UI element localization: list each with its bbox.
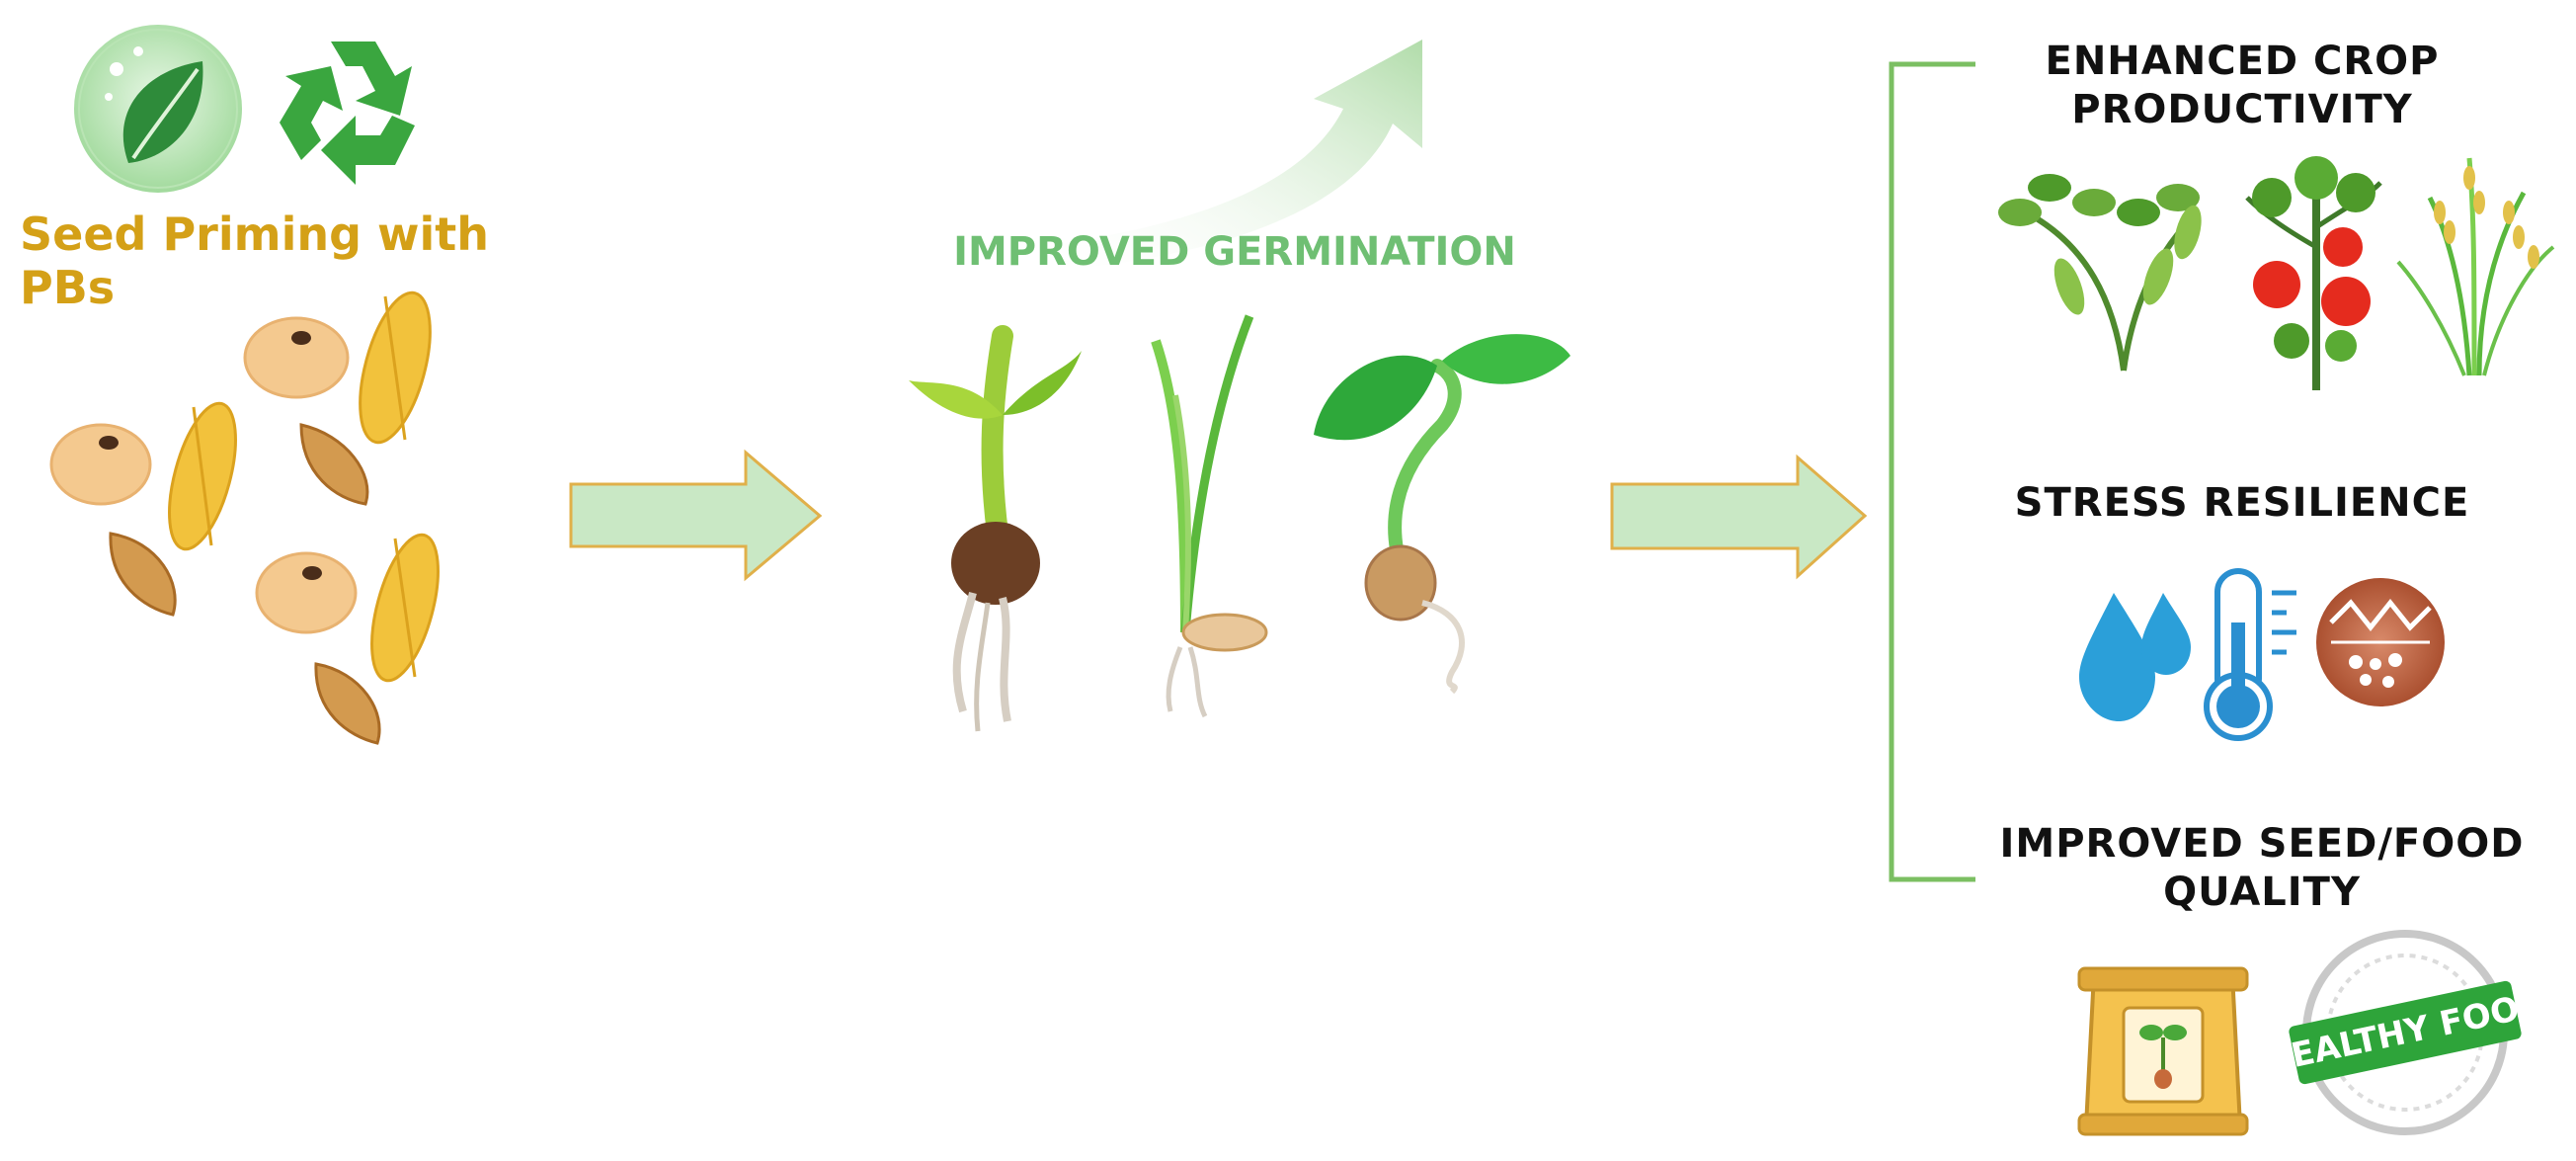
outcome-stress-line1: STRESS RESILIENCE — [2014, 480, 2470, 526]
growth-arrow-icon — [1037, 40, 1422, 272]
bean-sprout-icon — [1314, 334, 1570, 695]
thermometer-icon — [2204, 568, 2296, 741]
seed-bag-icon — [2077, 966, 2249, 1136]
outcome-quality-line1: IMPROVED SEED/FOOD — [1999, 821, 2525, 867]
outcome-seed-quality: IMPROVED SEED/FOOD QUALITY — [1966, 820, 2558, 917]
flow-arrow-2 — [1610, 454, 1868, 580]
outcome-stress-resilience: STRESS RESILIENCE — [1966, 479, 2519, 528]
outcome-quality-line2: QUALITY — [2163, 869, 2361, 915]
outcome-crop-line2: PRODUCTIVITY — [2071, 86, 2413, 132]
healthy-food-stamp-icon: HEALTHY FOOD — [2260, 930, 2550, 1135]
soybean-plant-icon — [1998, 174, 2202, 372]
seed-priming-title: Seed Priming with PBs — [20, 207, 490, 314]
flow-arrow-1 — [569, 449, 823, 582]
germination-title: IMPROVED GERMINATION — [953, 229, 1516, 275]
grass-seedling-icon — [1151, 314, 1268, 718]
outcome-crop-productivity: ENHANCED CROP PRODUCTIVITY — [1966, 38, 2519, 134]
seed-cluster-icon — [49, 290, 440, 745]
outcome-bracket — [1889, 61, 1975, 882]
recycle-icon — [280, 41, 415, 185]
rice-plant-icon — [2396, 157, 2555, 376]
tomato-plant-icon — [2245, 156, 2382, 390]
water-drops-icon — [2079, 593, 2191, 721]
leaf-bubble-icon — [68, 19, 248, 199]
seedling-icon — [909, 325, 1082, 732]
soil-salinity-icon — [2316, 578, 2445, 706]
outcome-crop-line1: ENHANCED CROP — [2045, 39, 2440, 84]
